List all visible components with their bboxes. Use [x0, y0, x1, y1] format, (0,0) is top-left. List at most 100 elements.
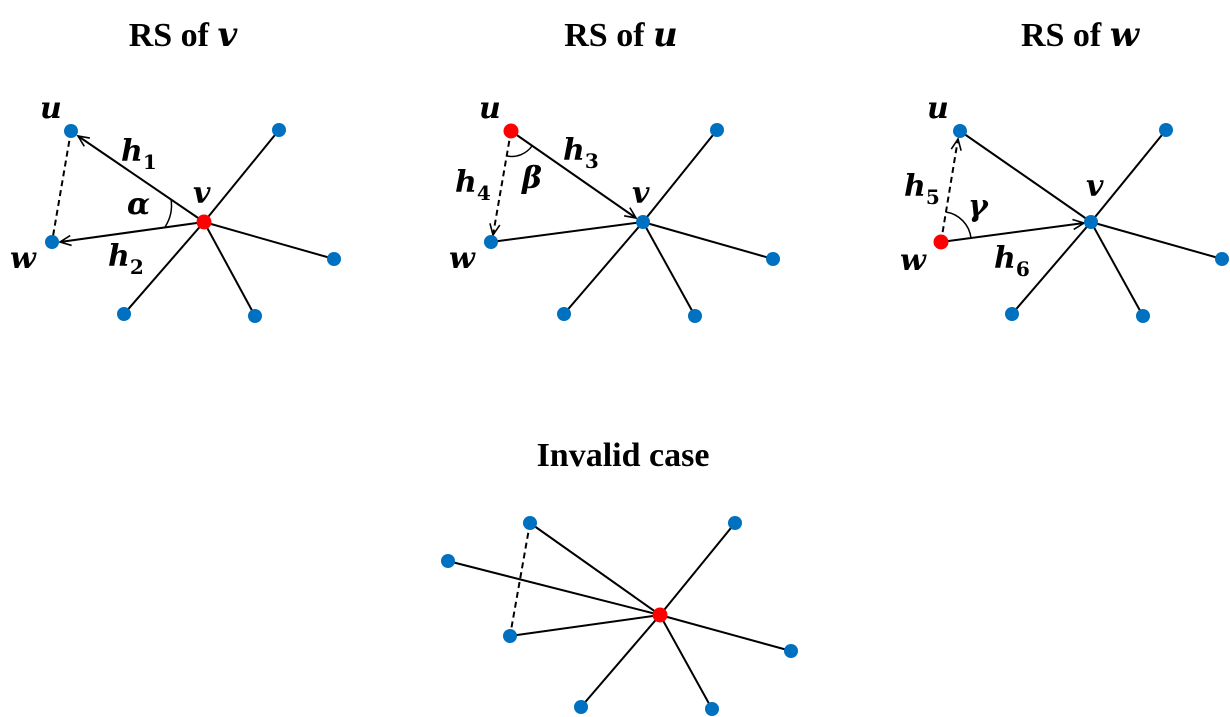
label-v: v [193, 176, 211, 211]
root-node [652, 607, 668, 623]
edge [509, 614, 661, 637]
node-u [64, 124, 78, 138]
edge [203, 221, 335, 260]
title-variable: v [218, 15, 239, 55]
panel-title: Invalid case [537, 437, 710, 474]
title-prefix: RS of [564, 17, 653, 54]
label-v: v [1086, 169, 1104, 204]
label-h-subscript: 1 [143, 150, 157, 174]
label-h4: h4 [455, 165, 491, 205]
label-h: h [563, 133, 585, 168]
dashed-arrow-h5 [940, 137, 962, 243]
label-w: w [10, 241, 37, 276]
node-v-root [196, 214, 212, 230]
label-u: u [40, 91, 62, 126]
edge [203, 221, 256, 317]
edge [123, 221, 205, 315]
dashed-edge-u-w [51, 130, 72, 243]
label-h2: h2 [108, 239, 144, 279]
edge [959, 130, 1092, 223]
angle-arc [506, 145, 533, 158]
leaf-node [784, 644, 798, 658]
leaf-node [248, 309, 262, 323]
leaf-node [1136, 309, 1150, 323]
leaf-node [557, 307, 571, 321]
edge [1090, 221, 1144, 317]
edge [659, 522, 736, 616]
title-variable: w [1110, 15, 1141, 55]
label-v: v [632, 176, 650, 211]
panel-title: RS of v [129, 15, 239, 55]
title-variable: u [653, 15, 678, 55]
arrow-h6 [940, 218, 1086, 243]
leaf-node [766, 252, 780, 266]
angle-arc [945, 211, 972, 239]
leaf-node [327, 252, 341, 266]
node-u-root [503, 123, 519, 139]
label-h-subscript: 5 [926, 185, 940, 209]
edge [1090, 129, 1167, 223]
edge [447, 560, 661, 616]
label-h-subscript: 2 [130, 255, 144, 279]
leaf-node [117, 307, 131, 321]
label-h-subscript: 3 [585, 149, 599, 173]
label-h-subscript: 6 [1016, 257, 1030, 281]
leaf-node [710, 123, 724, 137]
label-angle: γ [968, 189, 989, 224]
node-w [484, 235, 498, 249]
edge [1090, 221, 1223, 260]
label-h: h [455, 165, 477, 200]
node-u [953, 124, 967, 138]
leaf-node [1159, 123, 1173, 137]
leaf-node [574, 700, 588, 714]
node-w-root [933, 234, 949, 250]
label-h5: h5 [904, 169, 940, 209]
dashed-arrow-h4 [489, 130, 512, 237]
title-prefix: RS of [1021, 17, 1110, 54]
angle-arc [164, 198, 173, 228]
leaf-node [705, 702, 719, 716]
label-u: u [927, 91, 949, 126]
label-h6: h6 [994, 241, 1030, 281]
dashed-edge [509, 522, 531, 637]
edge [580, 614, 661, 708]
arrow-h3 [510, 130, 638, 220]
label-h-subscript: 4 [477, 181, 491, 205]
edge [563, 221, 644, 315]
leaf-node [1005, 307, 1019, 321]
edge [529, 522, 661, 616]
panel-title: RS of u [564, 15, 678, 55]
edge [659, 614, 792, 652]
panel-invalid-case: Invalid case [441, 437, 798, 716]
leaf-node [272, 123, 286, 137]
edge [642, 221, 696, 317]
node-v [1084, 215, 1098, 229]
leaf-node [688, 309, 702, 323]
edge [203, 129, 280, 223]
label-u: u [479, 91, 501, 126]
leaf-node [441, 554, 455, 568]
leaf-node [1215, 252, 1229, 266]
edge [1011, 221, 1092, 315]
edge [642, 129, 718, 223]
leaf-node [728, 516, 742, 530]
label-w: w [900, 243, 927, 278]
edge [659, 614, 713, 710]
panel-rs-of-w: RS of w u v w γ h5 h6 [900, 15, 1229, 323]
panel-title: RS of w [1021, 15, 1141, 55]
panel-rs-of-u: RS of u u v w β h3 h4 [449, 15, 780, 323]
edge [490, 221, 644, 243]
label-h3: h3 [563, 133, 599, 173]
label-angle: β [521, 161, 542, 196]
label-w: w [449, 241, 476, 276]
edge [642, 221, 774, 260]
node-v [636, 215, 650, 229]
title-prefix: RS of [129, 17, 218, 54]
label-h: h [994, 241, 1016, 276]
label-h1: h1 [121, 134, 157, 174]
label-h: h [121, 134, 143, 169]
leaf-node [523, 516, 537, 530]
arrow-h2 [58, 221, 205, 247]
arrow-h1 [76, 134, 205, 223]
